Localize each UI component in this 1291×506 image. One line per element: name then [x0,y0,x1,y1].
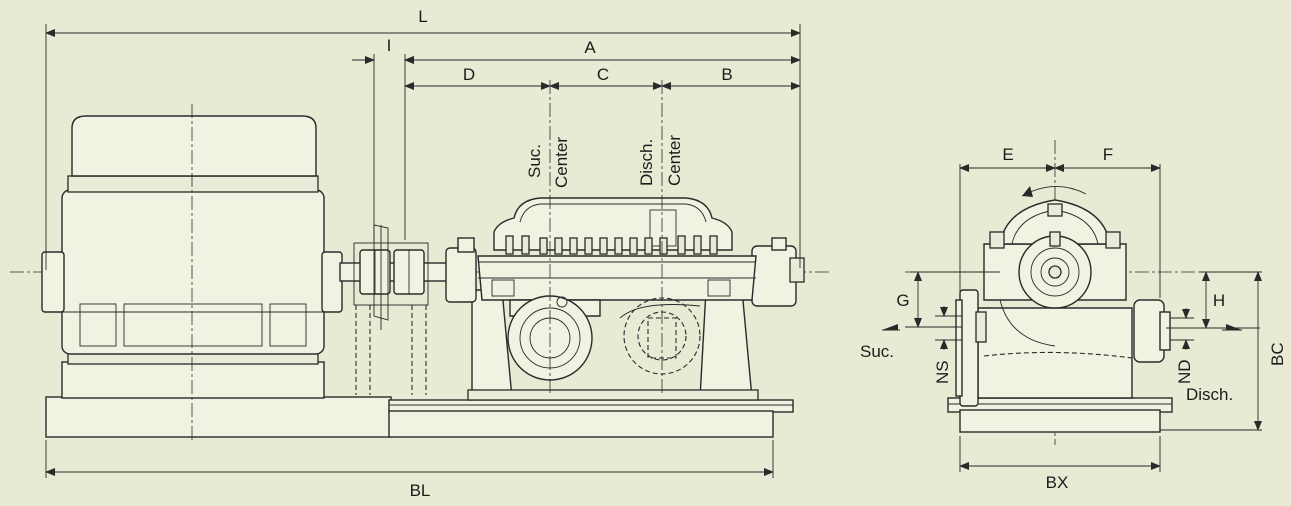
dim-label-I: I [387,36,392,55]
dim-label-BX: BX [1046,473,1069,492]
suction-flow-arrow [882,324,898,330]
suction-label: Suc. [860,342,894,361]
dim-label-L: L [418,7,427,26]
dim-label-B: B [721,65,732,84]
dim-label-F: F [1103,145,1113,164]
suction-center-label-line1: Suc. [525,144,544,178]
discharge-label: Disch. [1186,385,1233,404]
end-base [947,397,1173,433]
discharge-flow-arrow [1226,324,1242,330]
base-plate [45,396,794,438]
rotation-arrowhead [1022,186,1033,197]
discharge-center-label-line1: Disch. [637,139,656,186]
dim-label-D: D [463,65,475,84]
end-view: E F G H NS ND Suc. Disch. BC BX [860,140,1287,492]
dim-label-BC: BC [1268,342,1287,366]
end-extension-lines [905,164,1262,472]
motor [41,104,343,440]
suction-center-label-line2: Center [552,137,571,188]
side-view: L A I D C B Suc. Center Disch. Center BL [10,7,830,500]
dim-label-H: H [1213,291,1225,310]
pump [445,197,805,401]
dim-label-NS: NS [933,360,952,384]
dim-label-ND: ND [1175,359,1194,384]
discharge-center-label-line2: Center [665,135,684,186]
end-discharge-nozzle [1133,299,1171,363]
dim-label-G: G [896,291,909,310]
dim-label-E: E [1002,145,1013,164]
dim-label-C: C [597,65,609,84]
dim-label-A: A [584,38,596,57]
coupling [339,224,461,395]
end-suction-nozzle [955,289,987,407]
dim-label-BL: BL [410,481,431,500]
casing-bolts [505,235,718,255]
